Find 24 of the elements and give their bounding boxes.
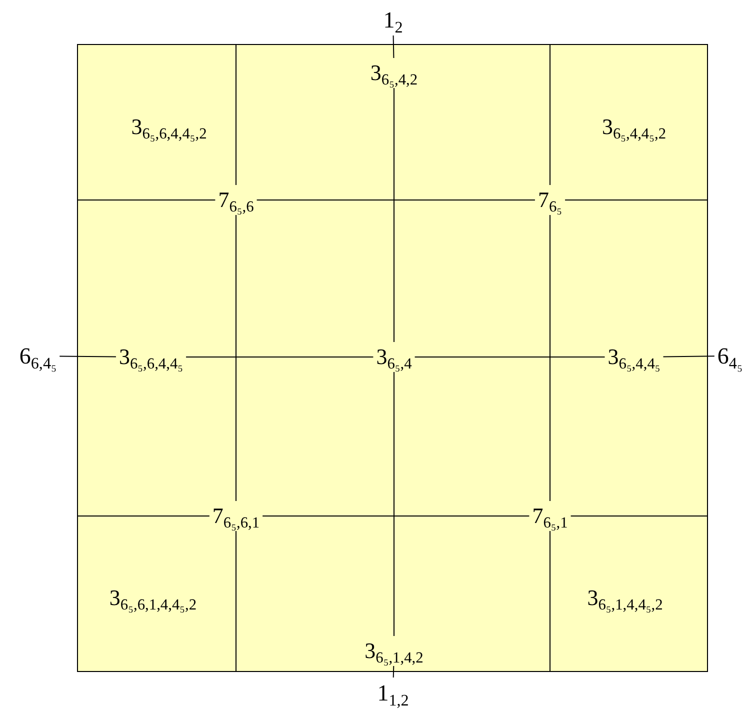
region-square (77, 44, 708, 672)
region-label: 3$_{6₅,4}$ (375, 344, 413, 370)
region-label: 3$_{6₅,6,4,4₅,2}$ (130, 114, 208, 140)
region-label: 3$_{6₅,4,4₅,2}$ (600, 114, 668, 140)
region-label: 7$_{6₅,6,1}$ (211, 503, 261, 529)
region-label: 7$_{6₅,1}$ (531, 503, 569, 529)
grid-line (186, 356, 374, 358)
region-label: 3$_{6₅,4,4₅}$ (606, 344, 662, 370)
boundary-label: 6$_{6,4₅}$ (18, 342, 58, 370)
region-label: 3$_{6₅,6,1,4,4₅,2}$ (108, 585, 198, 611)
grid-line (662, 356, 715, 358)
boundary-label: 1$_{1,2}$ (376, 680, 410, 706)
region-label: 3$_{6₅,4,2}$ (369, 60, 419, 86)
grid-line (414, 356, 606, 358)
grid-line (59, 356, 116, 358)
grid-line (392, 666, 394, 678)
region-label: 3$_{6₅,6,4,4₅}$ (118, 344, 184, 370)
boundary-label: 6$_{4₅}$ (716, 342, 744, 370)
boundary-label: 1$_{2}$ (382, 6, 404, 34)
region-label: 3$_{6₅,1,4,2}$ (364, 638, 424, 664)
region-label: 3$_{6₅,1,4,4₅,2}$ (586, 585, 664, 611)
region-label: 7$_{6₅,6}$ (217, 187, 255, 213)
grid-line (392, 35, 394, 58)
region-label: 7$_{6₅}$ (536, 187, 564, 213)
